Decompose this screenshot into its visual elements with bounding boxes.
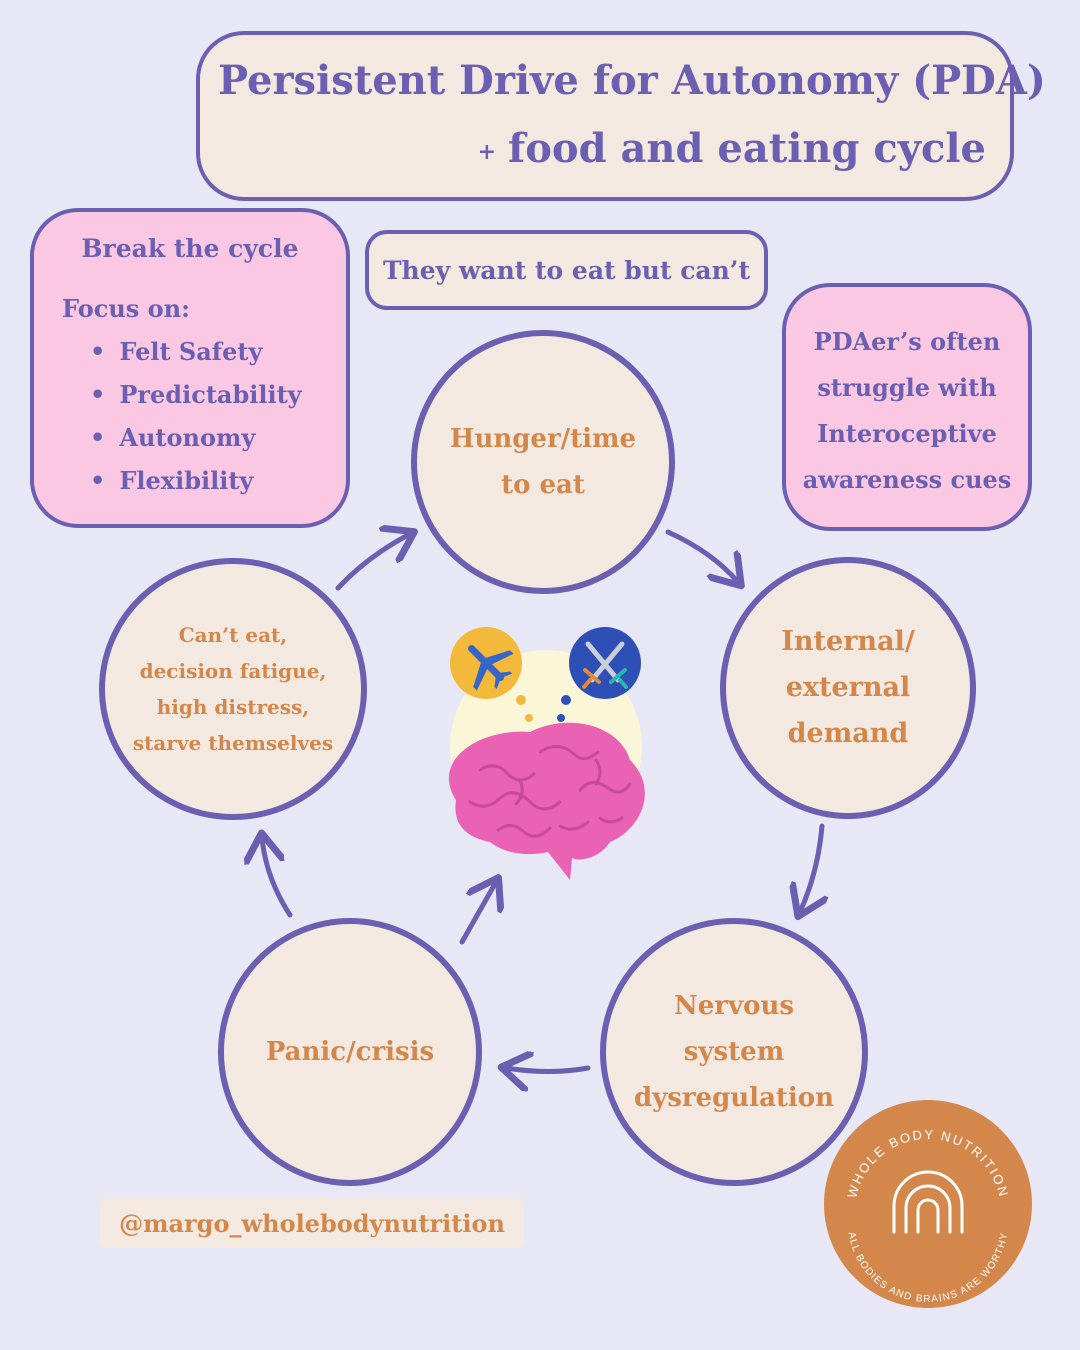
plus-sign: + — [477, 139, 497, 165]
focus-item: Flexibility — [90, 459, 302, 502]
arrow-demand-to-nervous — [800, 823, 822, 912]
brain-illustration — [448, 627, 645, 880]
cycle-step-cant-eat: Can’t eat, decision fatigue, high distre… — [99, 558, 367, 820]
focus-list: Felt Safety Predictability Autonomy Flex… — [90, 330, 302, 502]
focus-item: Predictability — [90, 373, 301, 416]
arrow-nervous-to-panic — [506, 1068, 591, 1072]
thought-dot — [557, 714, 565, 722]
cycle-step-label: Hunger/time to eat — [449, 424, 637, 500]
title-line-2-text: food and eating cycle — [508, 125, 986, 172]
cycle-step-label: Can’t eat, decision fatigue, high distre… — [132, 623, 334, 755]
break-cycle-box: Break the cycle Focus on: Felt Safety Pr… — [30, 208, 350, 528]
cycle-step-hunger: Hunger/time to eat — [411, 330, 675, 594]
focus-label: Focus on: — [62, 294, 190, 323]
focus-item: Felt Safety — [90, 330, 302, 373]
break-cycle-heading: Break the cycle — [81, 234, 299, 263]
title-line-2: + food and eating cycle — [478, 125, 986, 172]
arrow-hunger-to-demand — [665, 529, 738, 582]
arrow-panic-to-cant — [262, 838, 293, 918]
airplane-icon — [450, 627, 522, 699]
brand-logo: WHOLE BODY NUTRITION ALL BODIES AND BRAI… — [824, 1100, 1032, 1308]
cycle-step-demand: Internal/ external demand — [720, 557, 976, 819]
arrow-cant-to-hunger — [335, 534, 410, 591]
cycle-step-label: Panic/crisis — [265, 1037, 435, 1067]
rainbow-icon — [892, 1170, 964, 1234]
pda-note-box: PDAer’s often struggle with Interoceptiv… — [782, 283, 1032, 531]
cycle-step-label: Nervous system dysregulation — [633, 991, 835, 1113]
title-box: Persistent Drive for Autonomy (PDA) + foo… — [196, 31, 1046, 201]
focus-item: Autonomy — [90, 416, 302, 459]
arrow-panic-to-brain — [459, 882, 496, 945]
cycle-step-label: Internal/ external demand — [781, 626, 915, 749]
thought-dot — [561, 695, 571, 705]
thought-dot — [525, 714, 533, 722]
crossed-swords-icon — [569, 627, 641, 699]
want-to-eat-box: They want to eat but can’t — [365, 230, 768, 310]
title-line-1: Persistent Drive for Autonomy (PDA) — [218, 57, 1046, 104]
social-handle: @margo_wholebodynutrition — [100, 1198, 524, 1248]
thought-dot — [516, 695, 526, 705]
brain-icon — [448, 722, 645, 880]
cycle-step-dysregulation: Nervous system dysregulation — [600, 918, 868, 1186]
cycle-step-panic: Panic/crisis — [218, 918, 482, 1186]
